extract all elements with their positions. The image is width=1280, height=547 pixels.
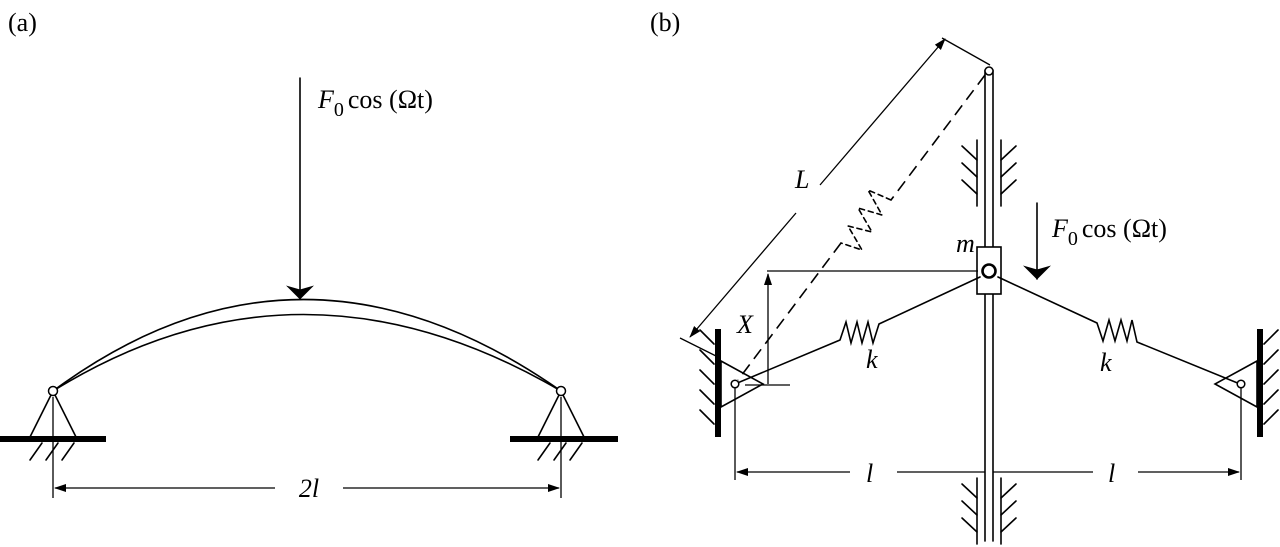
upper-guide	[961, 139, 1017, 207]
lower-guide	[961, 477, 1017, 545]
panel-b-label: (b)	[650, 8, 680, 37]
panel-a-label: (a)	[8, 8, 37, 37]
length-label: L	[794, 165, 809, 194]
panel-b: (b)	[650, 8, 1279, 545]
dashed-spring	[737, 74, 986, 381]
right-pin	[555, 385, 567, 397]
half-span-right-label: l	[1108, 459, 1115, 488]
right-spring	[997, 276, 1241, 385]
half-span-left-label: l	[866, 459, 873, 488]
length-arrow-upper	[819, 38, 946, 186]
mass-pin	[981, 263, 997, 279]
vertical-rod	[984, 66, 994, 542]
length-extension-top	[941, 37, 991, 66]
left-wall-pin	[730, 379, 740, 389]
length-arrow-lower	[689, 212, 797, 338]
left-pin-support	[0, 385, 106, 498]
right-wall-pin	[1236, 379, 1246, 389]
beam-upper-edge	[52, 298, 562, 392]
span-label: 2l	[299, 474, 319, 503]
beam-lower-edge	[52, 313, 562, 392]
left-wall-support	[699, 329, 765, 480]
mass-label: m	[956, 229, 975, 258]
left-pin	[47, 385, 59, 397]
displacement-label: X	[736, 310, 754, 339]
length-extension-bottom	[679, 337, 719, 358]
right-spring-label: k	[1100, 348, 1112, 377]
left-spring-label: k	[866, 345, 878, 374]
left-spring	[734, 276, 981, 385]
right-wall-support	[1213, 329, 1279, 480]
right-pin-support	[510, 385, 618, 498]
rod-top-pin	[984, 66, 994, 76]
